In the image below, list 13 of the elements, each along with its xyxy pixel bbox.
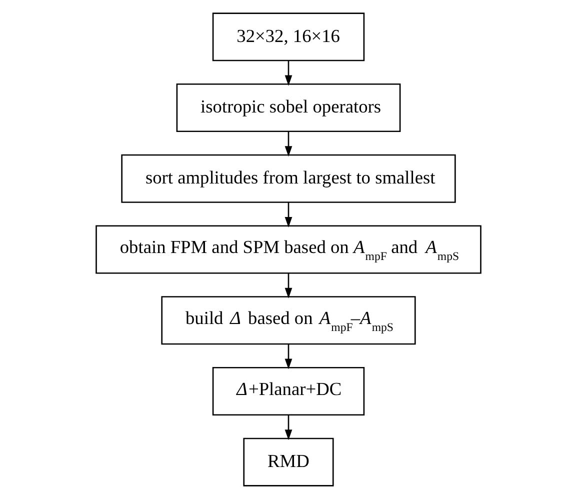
arrow xyxy=(284,131,292,157)
node-box: isotropic sobel operators xyxy=(176,84,400,132)
node-box: obtain FPM and SPM based on A$_{mpF}$ and A$_{mpS}$ xyxy=(95,225,481,274)
arrow xyxy=(284,202,292,228)
node-box: 32×32, 16×16 xyxy=(212,12,364,62)
arrow xyxy=(284,273,292,298)
arrow xyxy=(284,60,292,86)
arrow xyxy=(284,344,292,370)
node-box: sort amplitudes from largest to smallest xyxy=(120,154,456,203)
node-box: Δ+Planar+DC xyxy=(212,366,364,416)
node-box: RMD xyxy=(242,438,334,486)
arrow xyxy=(284,414,292,440)
node-box: build Δ based on A$_{mpF}$–A$_{mpS}$ xyxy=(160,296,416,345)
